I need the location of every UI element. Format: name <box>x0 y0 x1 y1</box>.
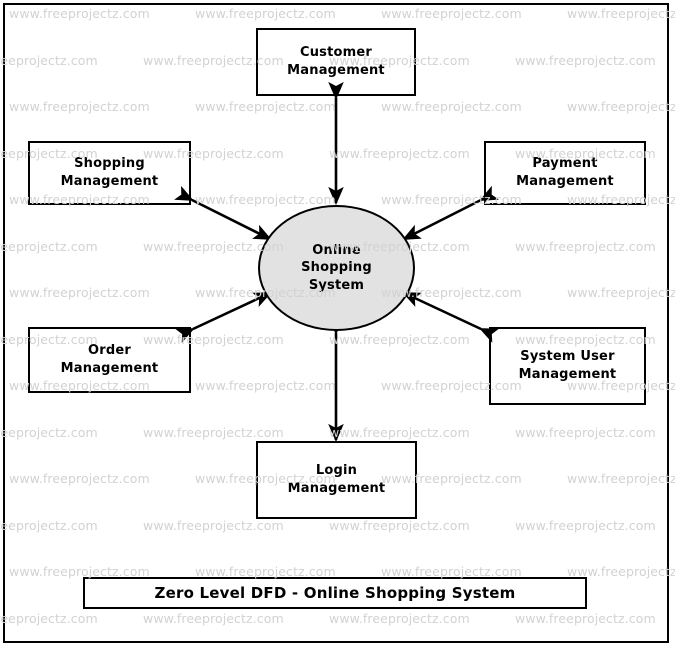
diagram-outer-frame <box>3 3 669 643</box>
entity-system-user-management-label: System User Management <box>519 348 617 383</box>
entity-customer-management-line2: Management <box>287 63 385 78</box>
process-label: Online Shopping System <box>301 242 372 295</box>
entity-shopping-management-line1: Shopping <box>74 156 145 172</box>
entity-payment-management[interactable]: Payment Management <box>484 141 646 205</box>
entity-customer-management[interactable]: Customer Management <box>256 28 416 96</box>
entity-shopping-management-label: Shopping Management <box>61 155 159 190</box>
entity-login-management-label: Login Management <box>288 462 386 497</box>
entity-payment-management-line1: Payment <box>532 156 598 172</box>
process-label-line1: Online <box>312 242 361 258</box>
entity-order-management[interactable]: Order Management <box>28 327 191 393</box>
entity-system-user-management-line1: System User <box>520 349 615 365</box>
entity-customer-management-line1: Customer <box>299 45 373 61</box>
entity-login-management[interactable]: Login Management <box>256 441 417 519</box>
entity-order-management-line1: Order <box>87 343 131 359</box>
entity-payment-management-label: Payment Management <box>516 155 614 190</box>
flow-order-management <box>175 291 272 343</box>
process-label-line3: System <box>308 277 365 293</box>
entity-system-user-management[interactable]: System User Management <box>489 327 646 405</box>
entity-shopping-management[interactable]: Shopping Management <box>28 141 191 205</box>
entity-shopping-management-line2: Management <box>60 174 159 189</box>
entity-order-management-line2: Management <box>60 361 159 376</box>
entity-order-management-label: Order Management <box>61 342 159 377</box>
flow-payment-management <box>402 185 499 241</box>
flow-shopping-management <box>174 185 272 241</box>
diagram-caption-box: Zero Level DFD - Online Shopping System <box>83 577 587 609</box>
process-label-line2: Shopping <box>301 260 372 276</box>
entity-system-user-management-line2: Management <box>518 367 617 382</box>
flow-system-user-management <box>402 291 499 343</box>
entity-payment-management-line2: Management <box>516 174 614 189</box>
entity-customer-management-label: Customer Management <box>287 44 385 79</box>
entity-login-management-line1: Login <box>315 463 358 479</box>
entity-login-management-line2: Management <box>287 481 386 496</box>
diagram-caption-text: Zero Level DFD - Online Shopping System <box>154 584 516 602</box>
process-online-shopping-system[interactable]: Online Shopping System <box>258 205 415 331</box>
